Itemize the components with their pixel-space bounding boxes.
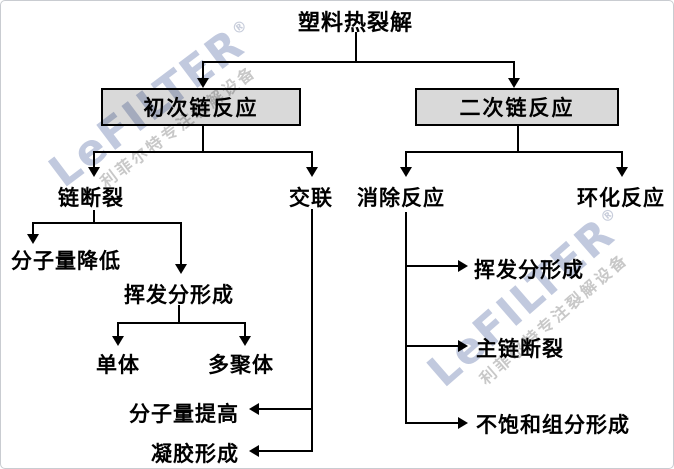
connector — [405, 151, 623, 153]
connector — [93, 210, 95, 224]
chain-scission-label: 链断裂 — [58, 186, 124, 210]
connector — [32, 222, 182, 224]
lefilter-watermark: LeFILTER® 利菲尔特专注裂解设备 — [418, 202, 637, 412]
unsaturated-component-label: 不饱和组分形成 — [476, 413, 630, 437]
mw-decrease-label: 分子量降低 — [11, 249, 121, 273]
connector — [202, 61, 204, 79]
monomer-label: 单体 — [96, 353, 140, 377]
elimination-label: 消除反应 — [357, 186, 445, 210]
lefilter-logo: LeFILTER® — [418, 202, 625, 398]
arrow-down-icon — [27, 234, 39, 244]
connector — [244, 322, 246, 337]
connector — [405, 212, 407, 424]
arrow-left-icon — [249, 445, 259, 457]
connector — [311, 209, 313, 452]
connector — [93, 151, 95, 168]
connector — [406, 345, 459, 347]
primary-chain-reaction-box: 初次链反应 — [101, 88, 301, 126]
connector — [117, 322, 246, 324]
arrow-down-icon — [239, 336, 251, 346]
arrow-right-icon — [458, 340, 468, 352]
secondary-chain-reaction-box: 二次链反应 — [415, 88, 619, 126]
arrow-down-icon — [197, 78, 209, 88]
connector — [178, 305, 180, 324]
main-chain-scission-label: 主链断裂 — [476, 337, 564, 361]
arrow-down-icon — [175, 264, 187, 274]
connector — [258, 408, 312, 410]
registered-trademark-icon: ® — [228, 14, 253, 40]
arrow-left-icon — [249, 403, 259, 415]
arrow-down-icon — [306, 167, 318, 177]
oligomer-label: 多聚体 — [208, 353, 274, 377]
arrow-down-icon — [508, 78, 520, 88]
connector — [311, 151, 313, 168]
connector — [258, 450, 312, 452]
arrow-right-icon — [458, 417, 468, 429]
connector — [32, 222, 34, 235]
connector — [405, 151, 407, 168]
connector — [405, 422, 459, 424]
connector — [202, 61, 515, 63]
arrow-right-icon — [458, 260, 468, 272]
connector — [93, 151, 313, 153]
connector — [117, 322, 119, 337]
connector — [621, 151, 623, 168]
connector — [202, 125, 204, 153]
root-node-title: 塑料热裂解 — [298, 11, 414, 36]
arrow-down-icon — [400, 167, 412, 177]
cyclization-label: 环化反应 — [577, 186, 665, 210]
mw-increase-label: 分子量提高 — [129, 402, 239, 426]
connector — [180, 222, 182, 265]
crosslink-label: 交联 — [289, 186, 333, 210]
volatile-formation-label: 挥发分形成 — [474, 258, 584, 282]
connector — [513, 61, 515, 79]
arrow-down-icon — [616, 167, 628, 177]
arrow-down-icon — [112, 336, 124, 346]
connector — [406, 265, 459, 267]
connector — [355, 32, 357, 62]
connector — [517, 125, 519, 153]
volatile-formation-label: 挥发分形成 — [124, 283, 234, 307]
arrow-down-icon — [88, 167, 100, 177]
gel-formation-label: 凝胶形成 — [151, 442, 239, 466]
